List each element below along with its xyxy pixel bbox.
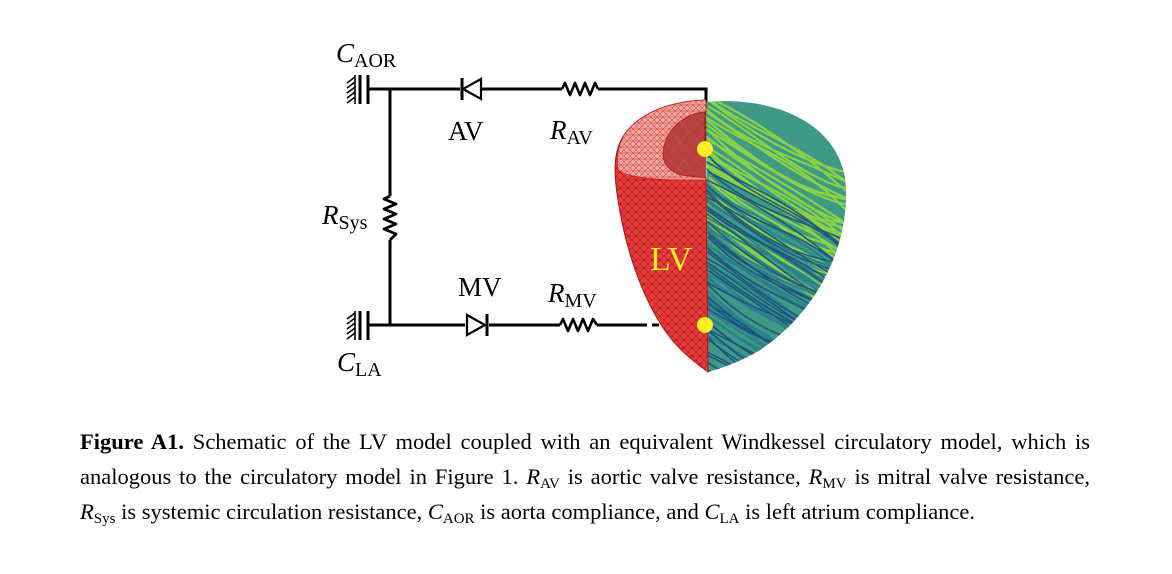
- caption-text-2: is aortic valve resistance,: [559, 464, 809, 489]
- fiber-strand: [706, 177, 846, 275]
- fiber-strand: [706, 110, 846, 201]
- fiber-strand: [708, 176, 846, 270]
- caption-label: Figure A1.: [80, 429, 185, 454]
- caption-c-aor: CAOR: [427, 499, 475, 527]
- aortic-node: [697, 141, 713, 157]
- fiber-strand: [706, 154, 846, 254]
- r-av-resistor-icon: [560, 81, 600, 97]
- fiber-strand: [706, 349, 846, 373]
- mv-diode-icon: [465, 313, 489, 337]
- c-la-ground-icon: [346, 311, 356, 340]
- circuit-diagram: CAOR CLA RSys RAV RMV AV MV: [321, 38, 850, 400]
- figure-caption: Figure A1. Schematic of the LV model cou…: [80, 424, 1090, 529]
- lv-heart-model: LV: [614, 99, 850, 400]
- r-sys-resistor-icon: [382, 194, 398, 241]
- c-la-capacitor: [346, 311, 370, 340]
- figure: CAOR CLA RSys RAV RMV AV MV: [321, 38, 850, 400]
- fiber-strand: [706, 150, 846, 245]
- fiber-strand: [708, 339, 846, 373]
- fiber-strand: [707, 105, 846, 191]
- caption-text-1: Schematic of the LV model coupled with a…: [80, 429, 1090, 489]
- fiber-strand: [708, 337, 846, 373]
- c-aor-ground-icon: [346, 75, 356, 104]
- fiber-strand: [706, 367, 846, 373]
- caption-text-6: is left atrium compliance.: [739, 499, 976, 524]
- fiber-strand: [706, 184, 846, 265]
- fiber-strand: [706, 101, 846, 175]
- fiber-strand: [708, 171, 846, 253]
- fiber-strand: [707, 354, 846, 373]
- av-label: AV: [448, 116, 484, 146]
- fiber-strand: [706, 144, 846, 230]
- fiber-strand: [706, 162, 846, 243]
- caption-r-av: RAV: [526, 464, 560, 492]
- c-la-label: CLA: [337, 347, 382, 381]
- c-aor-label: CAOR: [336, 38, 397, 72]
- r-mv-resistor-icon: [558, 317, 599, 333]
- fiber-strand: [706, 359, 846, 373]
- fiber-strand: [708, 101, 846, 186]
- av-diode-icon: [460, 77, 483, 101]
- fiber-strand: [706, 125, 846, 201]
- caption-text-4: is systemic circulation resistance,: [115, 499, 428, 524]
- caption-r-sys: RSys: [80, 499, 116, 527]
- r-sys-label: RSys: [321, 200, 368, 234]
- lv-label: LV: [650, 241, 693, 278]
- caption-text-3: is mitral valve resistance,: [846, 464, 1091, 489]
- caption-c-la: CLA: [704, 499, 740, 527]
- fiber-strand: [707, 330, 846, 373]
- caption-r-mv: RMV: [808, 464, 847, 492]
- fiber-strand: [706, 136, 846, 228]
- circuit-wires: [368, 87, 708, 327]
- mitral-node: [697, 317, 713, 333]
- c-aor-capacitor: [346, 75, 370, 104]
- fiber-strand: [706, 180, 846, 277]
- fiber-strand: [708, 101, 846, 196]
- r-av-label: RAV: [549, 115, 593, 149]
- r-mv-label: RMV: [547, 278, 597, 312]
- fiber-strand: [708, 362, 846, 373]
- caption-text-5: is aorta compliance, and: [474, 499, 705, 524]
- lv-fiber-half: [706, 101, 850, 400]
- mv-label: MV: [458, 272, 502, 302]
- fiber-strand: [710, 376, 850, 400]
